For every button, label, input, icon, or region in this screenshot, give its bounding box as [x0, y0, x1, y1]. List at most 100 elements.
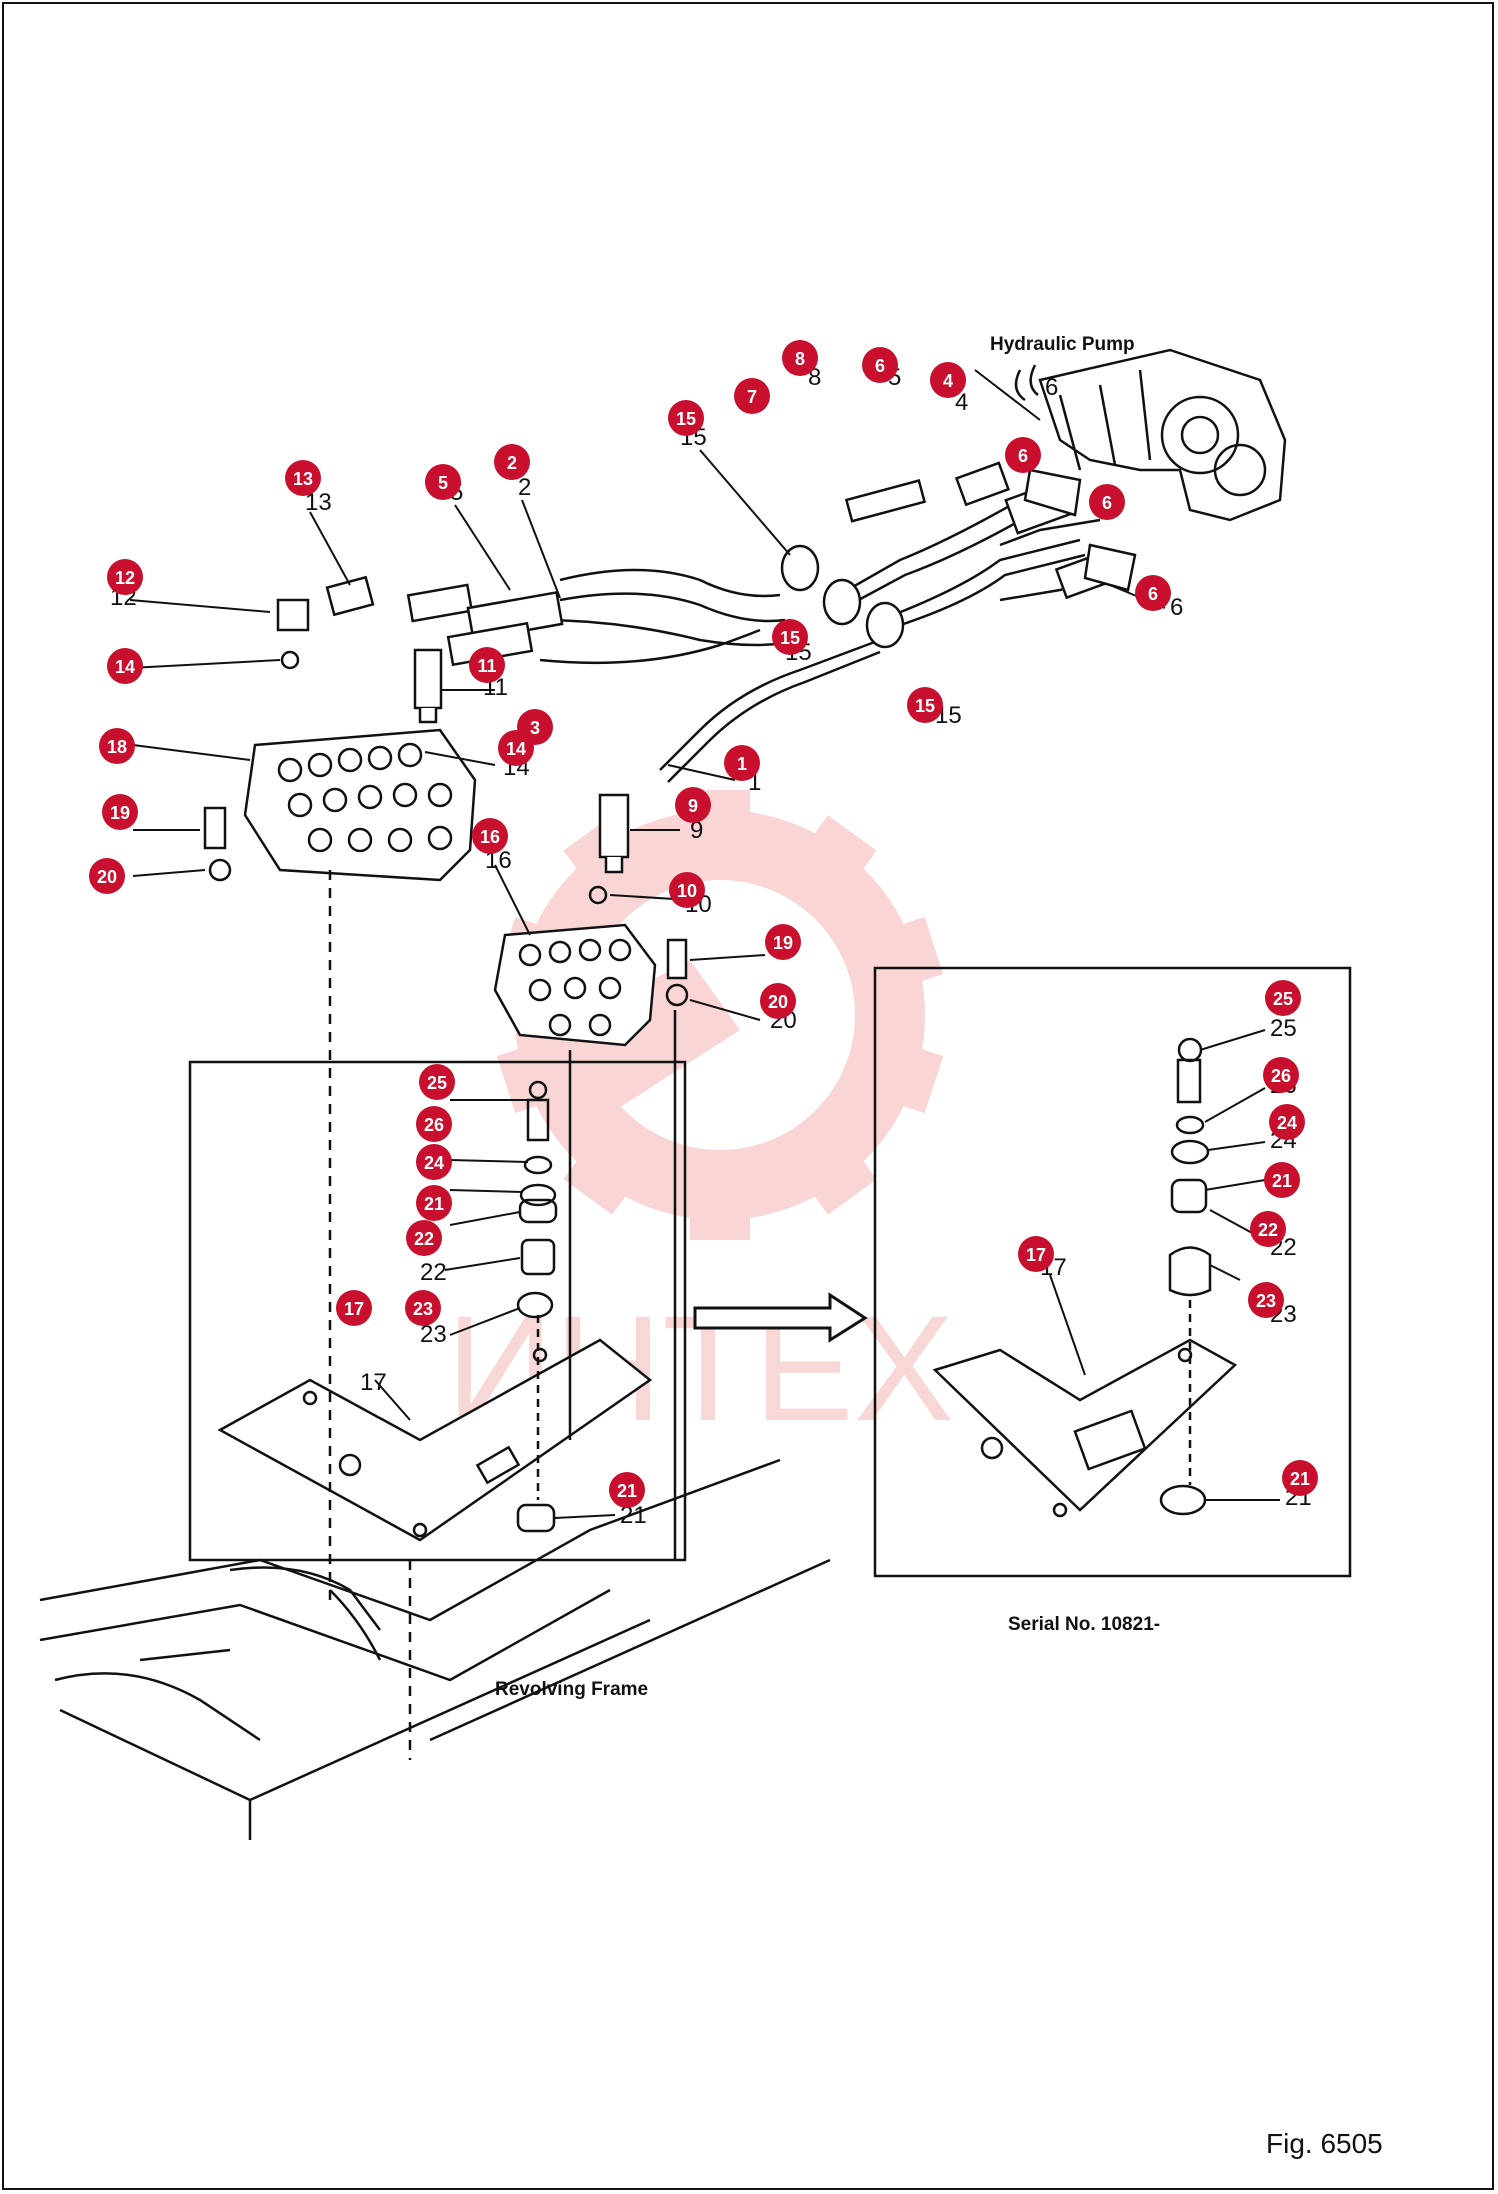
- callout-marker[interactable]: 15: [772, 619, 808, 655]
- svg-text:7: 7: [747, 387, 757, 407]
- svg-text:25: 25: [427, 1073, 447, 1093]
- svg-text:15: 15: [915, 696, 935, 716]
- svg-text:15: 15: [676, 409, 696, 429]
- svg-text:17: 17: [360, 1369, 387, 1396]
- svg-text:6: 6: [1018, 446, 1028, 466]
- callout-marker[interactable]: 23: [1248, 1282, 1284, 1318]
- callout-marker[interactable]: 15: [668, 400, 704, 436]
- svg-text:6: 6: [1148, 584, 1158, 604]
- figure-number: Fig. 6505: [1266, 2128, 1383, 2159]
- callout-marker[interactable]: 16: [472, 818, 508, 854]
- svg-text:4: 4: [955, 389, 968, 416]
- callout-marker[interactable]: 20: [760, 983, 796, 1019]
- callout-marker[interactable]: 2: [494, 444, 530, 480]
- callout-marker[interactable]: 6: [1135, 575, 1171, 611]
- adapter-fittings: [276, 575, 630, 905]
- callout-marker[interactable]: 8: [782, 340, 818, 376]
- callout-marker[interactable]: 17: [1018, 1236, 1054, 1272]
- callout-marker[interactable]: 22: [1250, 1211, 1286, 1247]
- callout-marker[interactable]: 17: [336, 1290, 372, 1326]
- hydraulic-pump-label: Hydraulic Pump: [990, 334, 1135, 355]
- callout-marker[interactable]: 24: [1269, 1104, 1305, 1140]
- svg-text:9: 9: [688, 796, 698, 816]
- svg-text:22: 22: [420, 1259, 447, 1286]
- callout-marker[interactable]: 19: [102, 794, 138, 830]
- svg-text:14: 14: [115, 657, 135, 677]
- revolving-frame-label: Revolving Frame: [495, 1679, 648, 1700]
- callout-marker[interactable]: 18: [99, 728, 135, 764]
- callout-marker[interactable]: 21: [416, 1185, 452, 1221]
- gear-tooth: [563, 1122, 654, 1215]
- callout-marker[interactable]: 25: [419, 1064, 455, 1100]
- serial-number-label: Serial No. 10821-: [1008, 1614, 1160, 1635]
- svg-text:22: 22: [414, 1229, 434, 1249]
- callout-marker[interactable]: 19: [765, 924, 801, 960]
- svg-text:6: 6: [875, 356, 885, 376]
- callout-marker[interactable]: 22: [406, 1220, 442, 1256]
- callout-marker[interactable]: 26: [1263, 1057, 1299, 1093]
- callout-marker[interactable]: 21: [1282, 1460, 1318, 1496]
- callout-marker[interactable]: 10: [669, 872, 705, 908]
- callout-marker[interactable]: 1: [724, 745, 760, 781]
- svg-text:24: 24: [424, 1153, 444, 1173]
- callout-marker[interactable]: 15: [907, 687, 943, 723]
- svg-text:9: 9: [690, 817, 703, 844]
- callout-marker[interactable]: 13: [285, 460, 321, 496]
- callout-marker[interactable]: 23: [405, 1290, 441, 1326]
- svg-text:17: 17: [344, 1299, 364, 1319]
- svg-text:24: 24: [1277, 1113, 1297, 1133]
- svg-text:2: 2: [507, 453, 517, 473]
- svg-text:11: 11: [477, 656, 496, 676]
- svg-text:1: 1: [737, 754, 747, 774]
- gear-tooth: [786, 1122, 877, 1215]
- svg-text:12: 12: [115, 568, 135, 588]
- control-valve-16: [493, 923, 689, 1047]
- callout-marker[interactable]: 7: [734, 378, 770, 414]
- svg-text:13: 13: [293, 469, 313, 489]
- svg-text:22: 22: [1258, 1220, 1278, 1240]
- svg-text:6: 6: [1170, 594, 1183, 621]
- svg-text:17: 17: [1026, 1245, 1046, 1265]
- callout-marker[interactable]: 14: [107, 648, 143, 684]
- svg-text:23: 23: [1256, 1291, 1276, 1311]
- gear-tooth: [858, 1034, 944, 1114]
- callout-marker[interactable]: 6: [1089, 484, 1125, 520]
- callout-marker[interactable]: 26: [416, 1106, 452, 1142]
- svg-text:25: 25: [1273, 989, 1293, 1009]
- svg-text:26: 26: [1271, 1066, 1291, 1086]
- svg-text:2: 2: [518, 474, 531, 501]
- svg-text:26: 26: [424, 1115, 444, 1135]
- callout-marker[interactable]: 21: [1264, 1162, 1300, 1198]
- svg-text:19: 19: [773, 933, 793, 953]
- hydraulic-pump: [1014, 348, 1287, 522]
- callout-marker[interactable]: 6: [1005, 437, 1041, 473]
- leader-lines: [129, 369, 1280, 1519]
- callout-marker[interactable]: 9: [675, 787, 711, 823]
- svg-text:14: 14: [506, 739, 526, 759]
- svg-text:21: 21: [424, 1194, 444, 1214]
- svg-text:16: 16: [480, 827, 500, 847]
- serial-variant-panel: [873, 966, 1352, 1578]
- callout-marker[interactable]: 25: [1265, 980, 1301, 1016]
- gear-tooth: [786, 815, 877, 908]
- callout-marker[interactable]: 11: [469, 647, 505, 683]
- svg-text:6: 6: [1102, 493, 1112, 513]
- callout-marker[interactable]: 14: [498, 730, 534, 766]
- callout-marker[interactable]: 6: [862, 347, 898, 383]
- callout-markers: 8 6 4 7 15 6 6 13 5 2 12 15 6 14 11 15 3…: [89, 340, 1318, 1508]
- revolving-frame: [39, 1458, 831, 1840]
- svg-text:15: 15: [780, 628, 800, 648]
- callout-marker[interactable]: 24: [416, 1144, 452, 1180]
- callout-marker[interactable]: 12: [107, 559, 143, 595]
- svg-text:3: 3: [530, 718, 540, 738]
- callout-marker[interactable]: 5: [425, 464, 461, 500]
- callout-marker[interactable]: 21: [609, 1472, 645, 1508]
- hose-fittings: [780, 461, 1137, 649]
- callout-marker[interactable]: 4: [930, 362, 966, 398]
- callout-marker[interactable]: 20: [89, 858, 125, 894]
- svg-text:20: 20: [97, 867, 117, 887]
- svg-text:19: 19: [110, 803, 130, 823]
